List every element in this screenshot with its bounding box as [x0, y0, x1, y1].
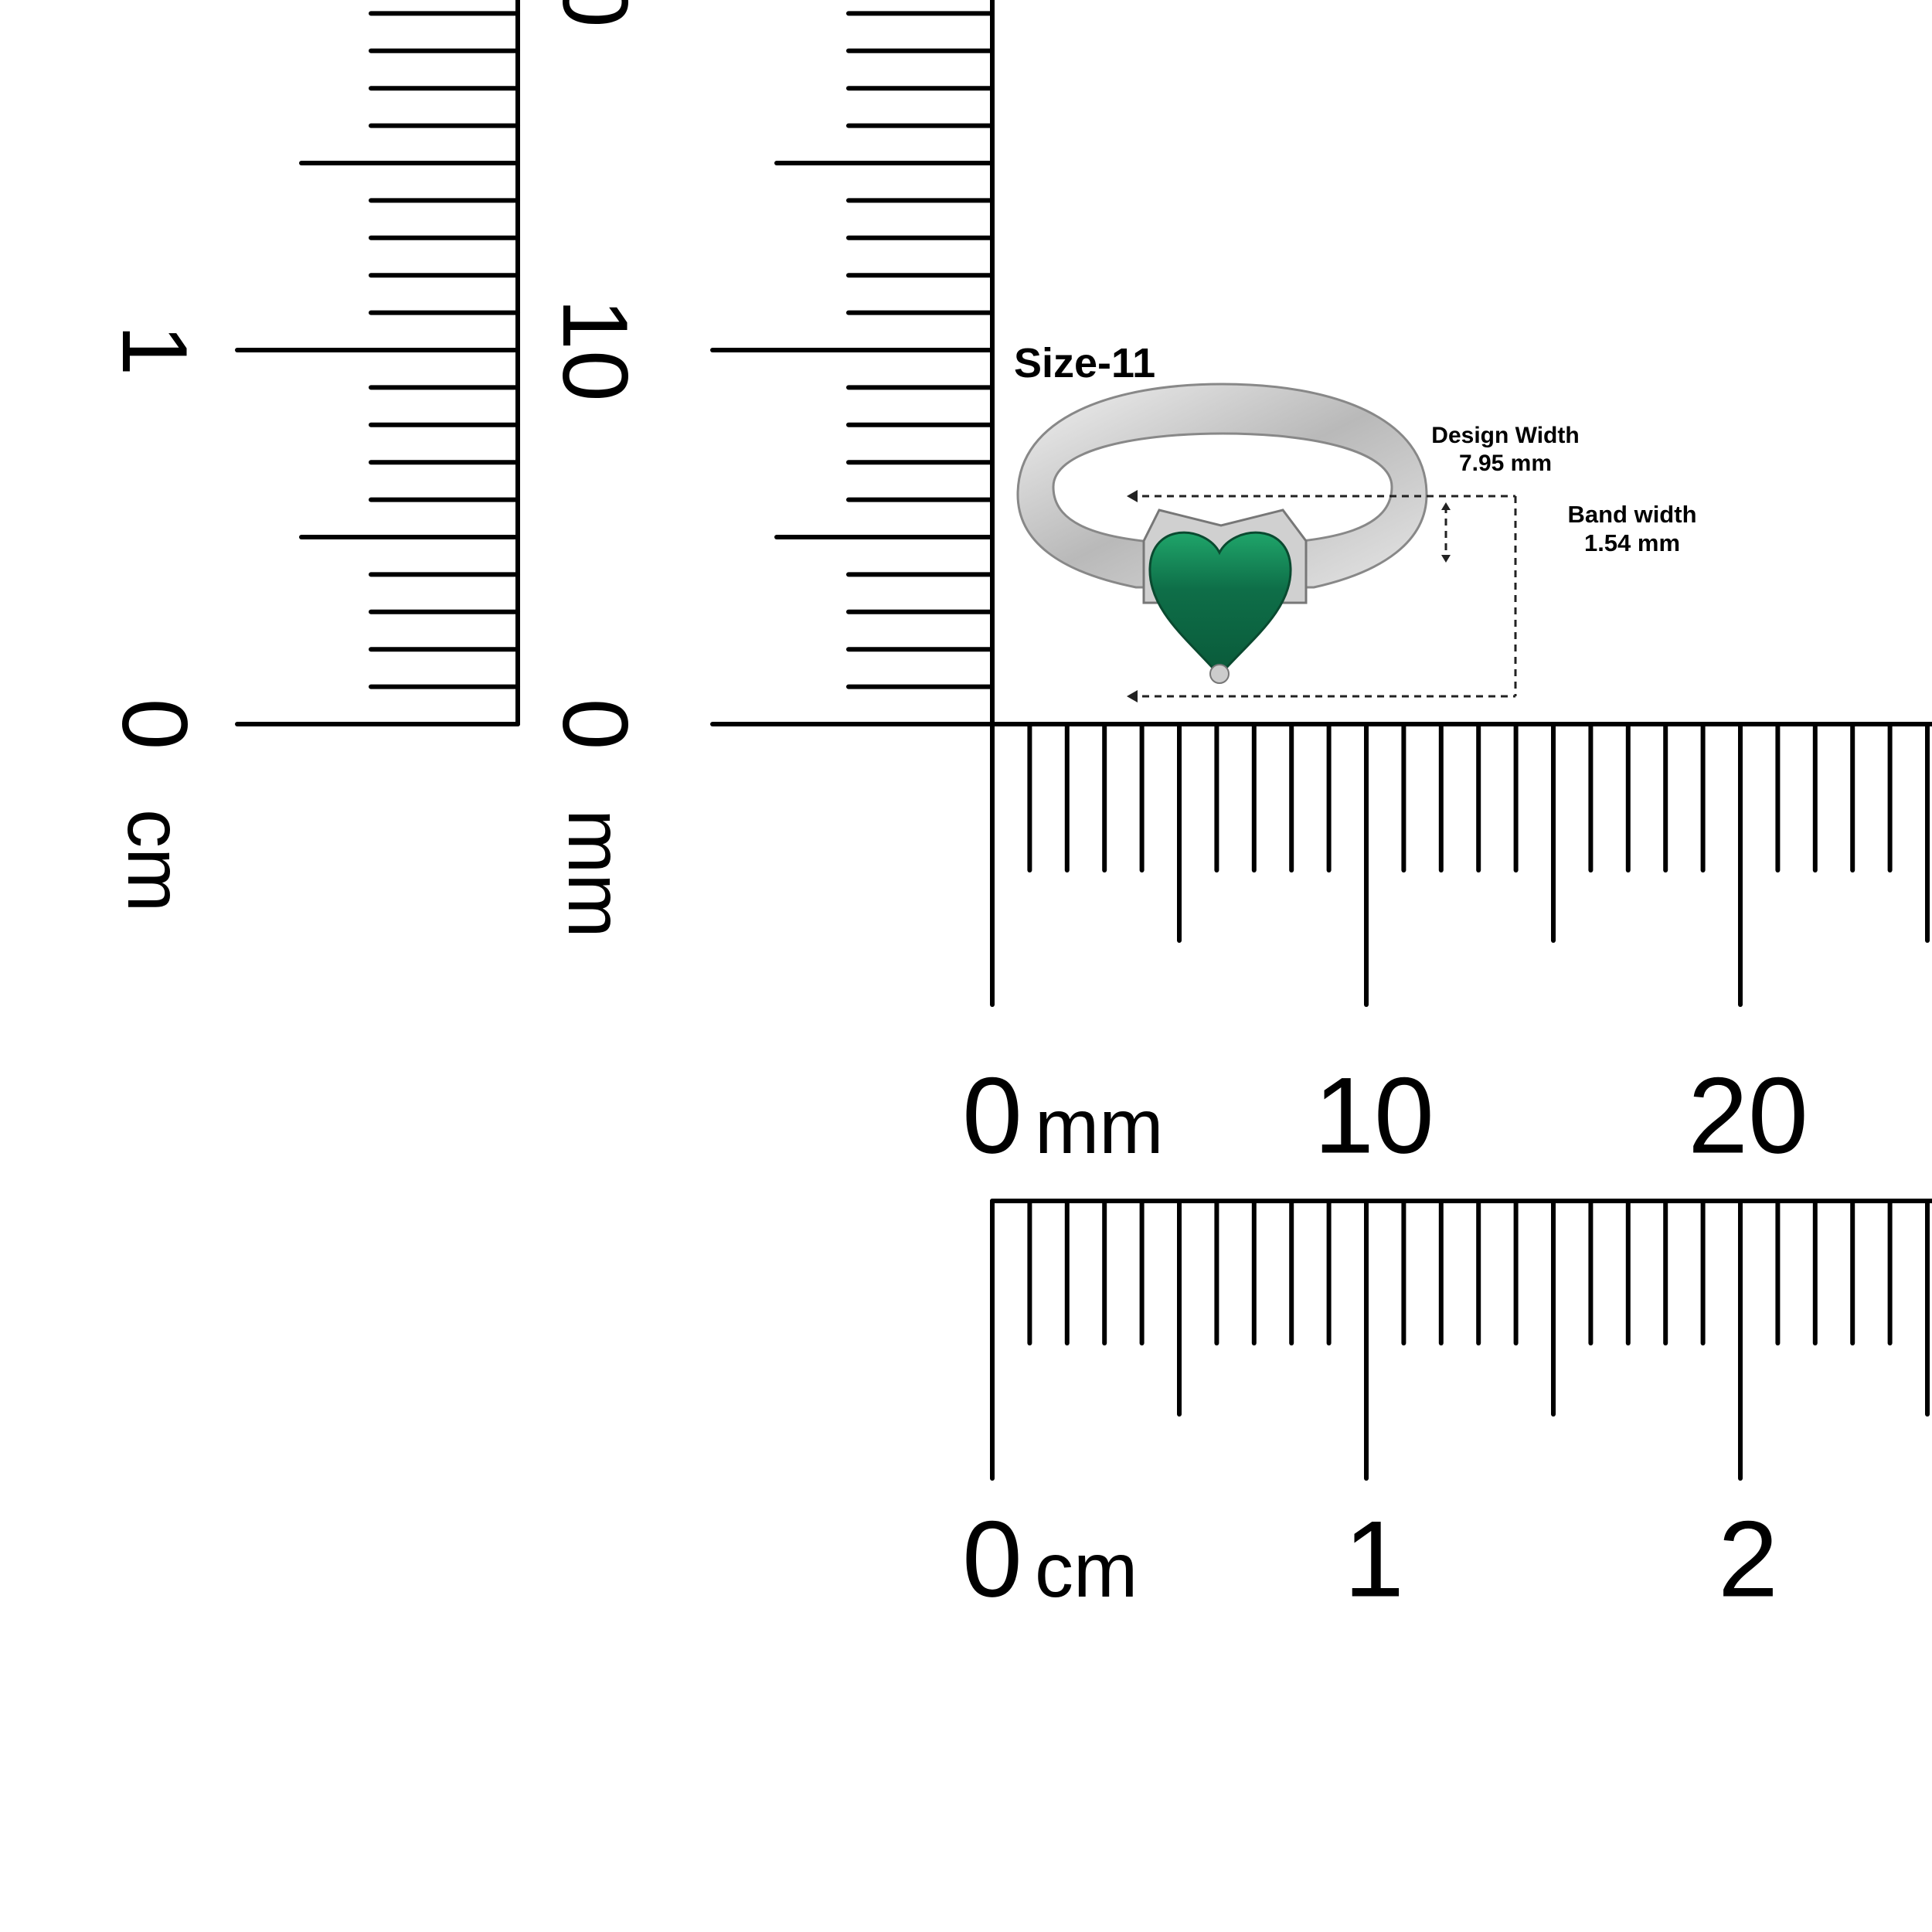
- ruler-label: 1: [103, 325, 206, 376]
- arrow-left-icon: [1127, 690, 1138, 702]
- ruler-label: 10: [1314, 1055, 1434, 1176]
- ruler-label: 10: [543, 298, 647, 401]
- size-label: Size-11: [1014, 340, 1156, 386]
- band-width-value: 1.54 mm: [1583, 529, 1681, 557]
- dimension-lines: [1130, 495, 1517, 698]
- arrow-left-icon: [1127, 490, 1138, 502]
- ruler-unit: cm: [1035, 1527, 1138, 1614]
- design-width-title: Design Width: [1431, 423, 1580, 448]
- rulers: 012cm01020mm01020mm012cm: [103, 0, 1932, 1620]
- ring-image: [1016, 383, 1428, 684]
- ruler-label: 0: [962, 1055, 1022, 1176]
- ruler-label: 2: [1718, 1498, 1778, 1620]
- ruler-unit: mm: [552, 809, 638, 938]
- prong-tip: [1209, 664, 1230, 684]
- design-width-value: 7.95 mm: [1458, 451, 1553, 476]
- band-width-title: Band width: [1567, 501, 1697, 528]
- ruler-unit: cm: [111, 809, 198, 912]
- arrow-down-icon: [1441, 555, 1451, 563]
- heart-gemstone: [1148, 531, 1292, 678]
- ruler-label: 0: [543, 699, 647, 750]
- arrow-up-icon: [1441, 502, 1451, 510]
- ruler-label: 2: [103, 0, 206, 2]
- ruler-label: 1: [1344, 1498, 1404, 1620]
- ruler-label: 0: [962, 1498, 1022, 1620]
- ruler-label: 0: [103, 699, 206, 750]
- ring-band: [1016, 383, 1428, 589]
- ruler-label: 20: [543, 0, 647, 28]
- ruler-unit: mm: [1035, 1083, 1164, 1170]
- band-width-label: Band width 1.54 mm: [1516, 500, 1748, 557]
- ruler-label: 20: [1688, 1055, 1808, 1176]
- design-width-label: Design Width 7.95 mm: [1389, 422, 1621, 478]
